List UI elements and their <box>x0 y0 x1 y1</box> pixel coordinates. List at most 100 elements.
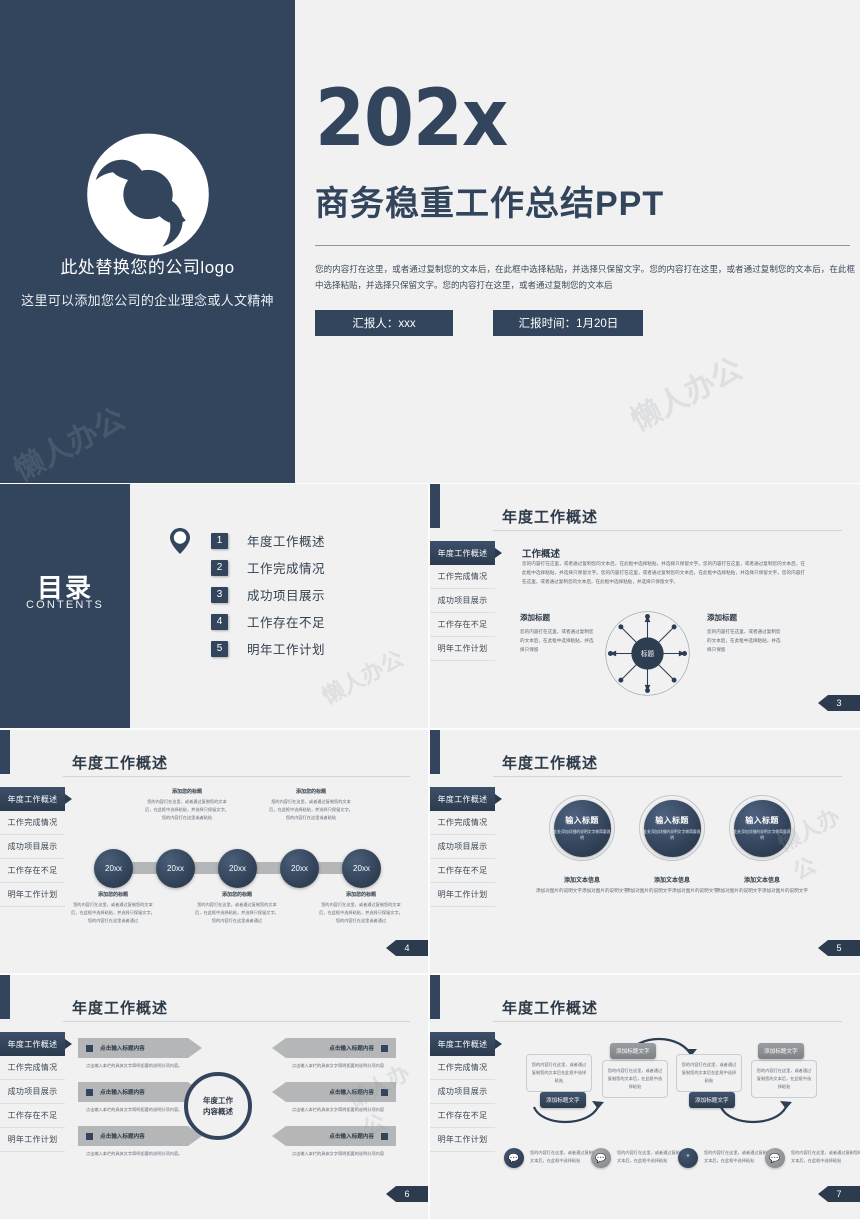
slide-nav[interactable]: 年度工作概述 工作完成情况 成功项目展示 工作存在不足 明年工作计划 <box>430 787 502 907</box>
toc-item[interactable]: 3 成功项目展示 <box>211 581 325 608</box>
title-accent-bar <box>430 730 440 774</box>
title-accent-bar <box>0 975 10 1019</box>
timeline-caption: 添加您的标题 您的内容打在这里，或者通过复制您的文本后，在此框中选择粘贴，并选择… <box>269 788 353 823</box>
slide-process-flow[interactable]: 年度工作概述 年度工作概述 工作完成情况 成功项目展示 工作存在不足 明年工作计… <box>430 975 860 1219</box>
bubble-caption: 您的内容打在这里，或者通过复制您的文本后，在此框中选择粘贴 <box>530 1150 602 1164</box>
slide-timeline[interactable]: 年度工作概述 年度工作概述 工作完成情况 成功项目展示 工作存在不足 明年工作计… <box>0 730 428 973</box>
timeline-node[interactable]: 20xx <box>156 849 195 888</box>
slide-table-of-contents[interactable]: 目录 CONTENTS 1 年度工作概述 2 工作完成情况 3 成功项目展示 <box>0 484 428 728</box>
nav-item-work-completion[interactable]: 工作完成情况 <box>430 1056 495 1080</box>
nav-item-work-completion[interactable]: 工作完成情况 <box>430 811 495 835</box>
left-arrow-body: 点击输入本栏的具体文字简明扼要的说明分项内容。 <box>86 1063 183 1068</box>
timeline-node[interactable]: 20xx <box>280 849 319 888</box>
slide-annual-overview-hub[interactable]: 年度工作概述 年度工作概述 工作完成情况 成功项目展示 工作存在不足 明年工作计… <box>430 484 860 728</box>
feature-circle-title: 输入标题 <box>565 815 599 825</box>
left-arrow-bar[interactable]: 点击输入标题内容 <box>78 1126 202 1146</box>
page-number-badge: 7 <box>818 1186 860 1202</box>
nav-item-annual-overview[interactable]: 年度工作概述 <box>430 541 502 565</box>
title-divider <box>63 1021 410 1022</box>
nav-item-next-year-plan[interactable]: 明年工作计划 <box>0 883 65 907</box>
feature-circle[interactable]: 输入标题 此处添加详细的说明文字做简要说明 <box>639 795 705 861</box>
flow-label[interactable]: 添加标题文字 <box>689 1092 735 1108</box>
nav-item-shortcomings[interactable]: 工作存在不足 <box>430 613 495 637</box>
timeline-caption-title: 添加您的标题 <box>97 892 128 898</box>
right-arrow-bar[interactable]: 点击输入标题内容 <box>272 1038 396 1058</box>
flow-box[interactable]: 您的内容打在这里，或者通过复制您的文本后在此框中选择粘贴 <box>676 1054 742 1092</box>
nav-item-annual-overview[interactable]: 年度工作概述 <box>430 787 502 811</box>
timeline-caption-title: 添加您的标题 <box>345 892 376 898</box>
feature-circle[interactable]: 输入标题 此处添加详细的说明文字做简要说明 <box>729 795 795 861</box>
nav-item-work-completion[interactable]: 工作完成情况 <box>430 565 495 589</box>
section-body: 您的内容打在这里，或者通过复制您的文本后，在此框中选择粘贴，并选择只保留文字。您… <box>522 561 805 584</box>
page-number-badge: 4 <box>386 940 428 956</box>
flow-box[interactable]: 您的内容打在这里，或者通过复制您的文本后，在此框中选择粘贴 <box>751 1060 817 1098</box>
slide-three-circles[interactable]: 年度工作概述 年度工作概述 工作完成情况 成功项目展示 工作存在不足 明年工作计… <box>430 730 860 973</box>
nav-item-shortcomings[interactable]: 工作存在不足 <box>0 859 65 883</box>
nav-item-shortcomings[interactable]: 工作存在不足 <box>430 1104 495 1128</box>
slide-nav[interactable]: 年度工作概述 工作完成情况 成功项目展示 工作存在不足 明年工作计划 <box>0 1032 72 1152</box>
flow-label[interactable]: 添加标题文字 <box>758 1043 804 1059</box>
flow-label[interactable]: 添加标题文字 <box>540 1092 586 1108</box>
right-arrow-bar[interactable]: 点击输入标题内容 <box>272 1126 396 1146</box>
nav-item-next-year-plan[interactable]: 明年工作计划 <box>0 1128 65 1152</box>
feature-circle[interactable]: 输入标题 此处添加详细的说明文字做简要说明 <box>549 795 615 861</box>
timeline-caption: 添加您的标题 您的内容打在这里，或者通过复制您的文本后，在此框中选择粘贴，并选择… <box>195 891 279 926</box>
timeline-node[interactable]: 20xx <box>94 849 133 888</box>
flow-box[interactable]: 您的内容打在这里，或者通过复制您的文本后，在此框中选择粘贴 <box>602 1060 668 1098</box>
nav-item-successful-projects[interactable]: 成功项目展示 <box>430 835 495 859</box>
right-arrow-title: 点击输入标题内容 <box>329 1090 374 1096</box>
slide-nav[interactable]: 年度工作概述 工作完成情况 成功项目展示 工作存在不足 明年工作计划 <box>0 787 72 907</box>
nav-item-work-completion[interactable]: 工作完成情况 <box>0 811 65 835</box>
right-arrow-bar[interactable]: 点击输入标题内容 <box>272 1082 396 1102</box>
left-arrow-bar[interactable]: 点击输入标题内容 <box>78 1082 202 1102</box>
cover-year: 202x <box>315 74 508 164</box>
nav-item-successful-projects[interactable]: 成功项目展示 <box>430 1080 495 1104</box>
page-number-badge: 5 <box>818 940 860 956</box>
toc-item[interactable]: 2 工作完成情况 <box>211 554 325 581</box>
nav-item-successful-projects[interactable]: 成功项目展示 <box>0 1080 65 1104</box>
slide-nav[interactable]: 年度工作概述 工作完成情况 成功项目展示 工作存在不足 明年工作计划 <box>430 1032 502 1152</box>
right-arrow-title: 点击输入标题内容 <box>329 1046 374 1052</box>
title-accent-bar <box>0 730 10 774</box>
nav-item-shortcomings[interactable]: 工作存在不足 <box>430 859 495 883</box>
nav-item-next-year-plan[interactable]: 明年工作计划 <box>430 883 495 907</box>
feature-caption: 添加文本信息 添加对图片的说明文字添加对图片的说明文字 <box>624 875 720 895</box>
nav-item-annual-overview[interactable]: 年度工作概述 <box>0 787 72 811</box>
feature-caption-title: 添加文本信息 <box>743 878 780 884</box>
timeline-caption-body: 您的内容打在这里，或者通过复制您的文本后，在此框中选择粘贴，并选择只保留文字。您… <box>319 902 403 924</box>
nav-item-next-year-plan[interactable]: 明年工作计划 <box>430 1128 495 1152</box>
feature-caption-title: 添加文本信息 <box>653 878 690 884</box>
toc-item[interactable]: 1 年度工作概述 <box>211 527 325 554</box>
nav-item-shortcomings[interactable]: 工作存在不足 <box>0 1104 65 1128</box>
flow-label[interactable]: 添加标题文字 <box>610 1043 656 1059</box>
company-logo <box>63 122 233 267</box>
cover-title: 商务稳重工作总结PPT <box>315 185 665 223</box>
speech-bubble-icon: 💬 <box>765 1148 785 1168</box>
nav-item-next-year-plan[interactable]: 明年工作计划 <box>430 637 495 661</box>
left-arrow-bar[interactable]: 点击输入标题内容 <box>78 1038 202 1058</box>
nav-item-annual-overview[interactable]: 年度工作概述 <box>0 1032 72 1056</box>
timeline-node[interactable]: 20xx <box>342 849 381 888</box>
toc-item-number: 5 <box>211 640 228 657</box>
toc-left-panel: 目录 CONTENTS <box>0 484 130 728</box>
company-slogan: 这里可以添加您公司的企业理念或人文精神 <box>21 293 274 308</box>
bullet-square-icon <box>86 1133 93 1140</box>
nav-item-work-completion[interactable]: 工作完成情况 <box>0 1056 65 1080</box>
toc-item[interactable]: 4 工作存在不足 <box>211 608 325 635</box>
cover-right-panel: 202x 商务稳重工作总结PPT 您的内容打在这里，或者通过复制您的文本后，在此… <box>295 0 860 483</box>
toc-item[interactable]: 5 明年工作计划 <box>211 635 325 662</box>
toc-title-en: CONTENTS <box>25 599 105 611</box>
timeline-node[interactable]: 20xx <box>218 849 257 888</box>
pinwheel-logo-icon <box>87 127 209 262</box>
flow-box[interactable]: 您的内容打在这里，或者通过复制您的文本后在此框中选择粘贴 <box>526 1054 592 1092</box>
center-ring: 年度工作 内容概述 <box>184 1072 252 1140</box>
slide-radial-content[interactable]: 年度工作概述 年度工作概述 工作完成情况 成功项目展示 工作存在不足 明年工作计… <box>0 975 428 1219</box>
slide-nav[interactable]: 年度工作概述 工作完成情况 成功项目展示 工作存在不足 明年工作计划 <box>430 541 502 661</box>
left-arrow-body: 点击输入本栏的具体文字简明扼要的说明分项内容。 <box>86 1151 183 1156</box>
nav-item-successful-projects[interactable]: 成功项目展示 <box>0 835 65 859</box>
nav-item-annual-overview[interactable]: 年度工作概述 <box>430 1032 502 1056</box>
nav-item-successful-projects[interactable]: 成功项目展示 <box>430 589 495 613</box>
slide-title: 年度工作概述 <box>502 509 599 526</box>
speech-bubble-icon: 💬 <box>504 1148 524 1168</box>
